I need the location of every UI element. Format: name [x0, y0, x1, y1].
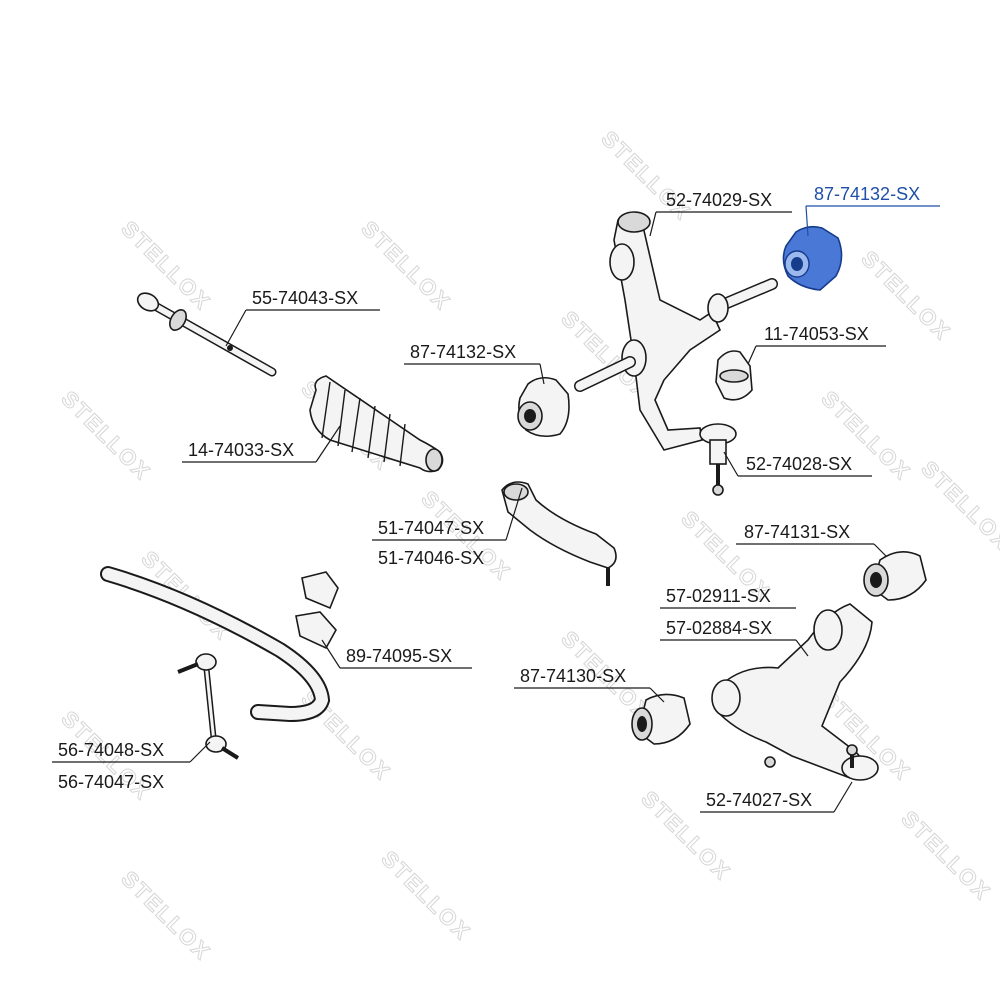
leader-line-p17	[833, 781, 853, 813]
upper-ball-joint-drawing	[699, 423, 737, 496]
part-number-label[interactable]: 87-74131-SX	[744, 522, 850, 542]
part-number-label[interactable]: 51-74046-SX	[378, 548, 484, 568]
leader-line-p14	[649, 687, 665, 703]
leader-line-p6	[315, 425, 341, 463]
watermark-text: STELLOX	[56, 386, 155, 485]
part-number-label[interactable]: 51-74047-SX	[378, 518, 484, 538]
lower-ball-joint-drawing	[841, 744, 879, 781]
leader-line-p12	[795, 639, 809, 657]
leader-line-p4	[539, 363, 545, 385]
bushing-right-drawing	[863, 551, 927, 601]
watermark-text: STELLOX	[296, 686, 395, 785]
watermark-text: STELLOX	[916, 456, 1000, 555]
leader-line-p3	[225, 309, 247, 347]
watermark-text: STELLOX	[356, 216, 455, 315]
tie-rod-drawing	[136, 292, 277, 377]
bump-stop-drawing	[715, 350, 753, 401]
lower-control-arm-drawing	[711, 603, 873, 779]
pitman-arm-drawing	[501, 481, 617, 586]
leader-line-p10	[873, 543, 887, 557]
leader-line-p1	[649, 211, 657, 237]
part-labels: 52-74029-SX 87-74132-SX 55-74043-SX 87-7413…	[58, 184, 920, 810]
leader-line-p13	[321, 639, 341, 669]
part-number-label[interactable]: 87-74132-SX	[814, 184, 920, 204]
stabilizer-link-drawing	[177, 653, 240, 760]
watermark-text: STELLOX	[856, 246, 955, 345]
leader-lines	[52, 205, 940, 813]
part-number-label[interactable]: 87-74132-SX	[410, 342, 516, 362]
leader-line-p8	[505, 487, 523, 541]
part-number-label[interactable]: 52-74028-SX	[746, 454, 852, 474]
watermark-text: STELLOX	[116, 866, 215, 965]
part-number-label[interactable]: 56-74048-SX	[58, 740, 164, 760]
part-number-label[interactable]: 14-74033-SX	[188, 440, 294, 460]
highlighted-bushing-drawing	[782, 225, 843, 291]
part-number-label[interactable]: 57-02911-SX	[666, 586, 771, 606]
part-number-label[interactable]: 87-74130-SX	[520, 666, 626, 686]
part-number-label[interactable]: 89-74095-SX	[346, 646, 452, 666]
part-number-label[interactable]: 52-74027-SX	[706, 790, 812, 810]
lower-bushing-drawing	[631, 693, 691, 745]
steering-boot-drawing	[309, 375, 444, 473]
leader-line-p15	[189, 741, 211, 763]
leader-line-p7	[723, 451, 739, 477]
bushing-left-drawing	[517, 376, 570, 438]
stabilizer-bar-drawing	[100, 566, 339, 723]
part-number-label[interactable]: 56-74047-SX	[58, 772, 164, 792]
upper-control-arm-drawing	[574, 211, 778, 451]
leader-line-p2	[805, 205, 809, 237]
part-number-label[interactable]: 57-02884-SX	[666, 618, 772, 638]
watermark-text: STELLOX	[376, 846, 475, 945]
watermark-text: STELLOX	[596, 126, 695, 225]
leader-line-p5	[747, 345, 757, 365]
part-number-label[interactable]: 52-74029-SX	[666, 190, 772, 210]
watermark-text: STELLOX	[896, 806, 995, 905]
watermark-layer: STELLOX STELLOX STELLOX STELLOX STELLOX STELL…	[56, 125, 1000, 965]
part-number-label[interactable]: 11-74053-SX	[764, 324, 869, 344]
part-number-label[interactable]: 55-74043-SX	[252, 288, 358, 308]
watermark-text: STELLOX	[116, 216, 215, 315]
